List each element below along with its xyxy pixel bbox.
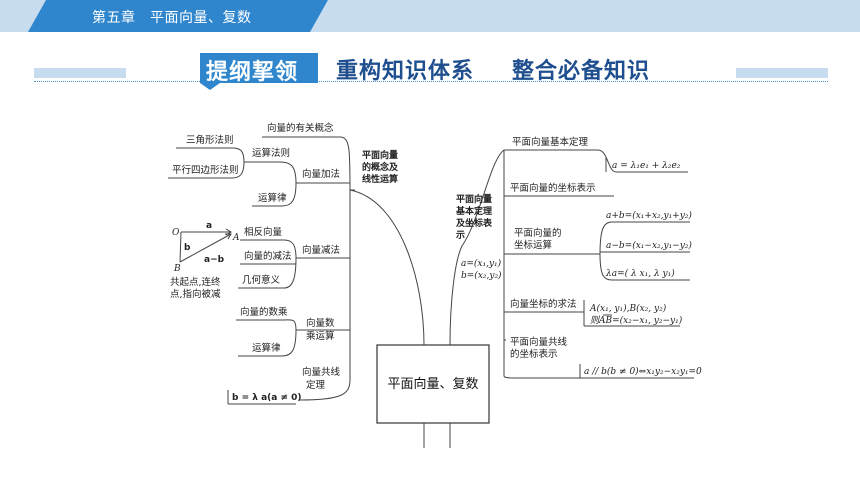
basic-formula-line: [597, 149, 688, 173]
parallelogram-line: [168, 161, 245, 179]
subtraction-note-2: 点,指向被减: [170, 288, 221, 300]
header-badge-tip: [200, 83, 220, 90]
header-title-part2: 整合必备知识: [512, 59, 651, 84]
header-badge: [200, 53, 318, 83]
right-branch-title-1: 平面向量: [456, 193, 492, 205]
right-branch-title-2: 基本定理: [455, 205, 492, 217]
subtraction-diagram: O A B a b a−b: [172, 221, 240, 274]
left-branch-title-3: 线性运算: [362, 173, 398, 185]
chapter-title: 第五章 平面向量、复数: [92, 10, 252, 26]
opposite-label: 相反向量: [244, 226, 283, 238]
collinear-coord-label-2: 的坐标表示: [510, 348, 558, 360]
geometric-label: 几何意义: [242, 274, 281, 286]
scalar-laws-line: [238, 329, 297, 357]
coords-a: a=(x₁,y₁): [461, 258, 502, 269]
collinear-coord-formula: a // b(b ≠ 0)⇔x₁y₂−x₂y₁=0: [584, 366, 702, 377]
rules-label: 运算法则: [252, 147, 290, 159]
method-points: A(x₁, y₁),B(x₂, y₂): [589, 303, 667, 314]
diagram-label-B: B: [173, 264, 181, 274]
collinear-label-1: 向量共线: [302, 366, 341, 378]
coord-method-label: 向量坐标的求法: [510, 298, 577, 310]
header-badge-text: 提纲挈领: [206, 60, 299, 85]
diagram-label-b: b: [184, 243, 191, 253]
related-concepts-line: [262, 136, 351, 191]
op-scalar-line: [599, 253, 690, 281]
subtraction-label: 向量减法: [302, 244, 340, 256]
coord-ops-label-1: 平面向量的: [514, 227, 562, 239]
opposite-line: [240, 239, 297, 259]
diagram-label-A: A: [232, 233, 240, 243]
basic-formula: a = λ₁e₁ + λ₂e₂: [612, 161, 681, 171]
number-mult-line: [236, 319, 297, 331]
triangle-label: 三角形法则: [186, 134, 234, 146]
collinear-formula: b = λ a(a ≠ 0): [232, 393, 302, 403]
right-branch-title-3: 及坐标表: [456, 217, 493, 229]
method-result: 则AB=(x₂−x₁, y₂−y₁): [590, 315, 683, 326]
op-sub: a−b=(x₁−x₂,y₁−y₂): [606, 240, 692, 251]
scalar-label-2: 乘运算: [306, 330, 335, 342]
addition-label: 向量加法: [302, 168, 340, 180]
diagram-label-amb: a−b: [204, 255, 225, 265]
center-box: [376, 344, 490, 424]
diagram-label-a: a: [206, 221, 212, 231]
header-right-bar: [736, 68, 828, 78]
subtraction-note-1: 共起点,连终: [170, 276, 221, 288]
op-add-line: [599, 221, 690, 255]
header-left-bar: [34, 68, 126, 78]
triangle-line: [176, 147, 245, 163]
geometric-line: [238, 257, 297, 289]
collinear-coord-label-1: 平面向量共线: [510, 336, 568, 348]
left-branch-title-2: 的概念及: [362, 161, 399, 173]
op-add: a+b=(x₁+x₂,y₁+y₂): [606, 210, 692, 221]
collinear-curve: [299, 330, 351, 401]
addition-laws-line: [252, 182, 297, 207]
addition-laws-label: 运算律: [258, 192, 287, 204]
left-main-curve: [349, 189, 425, 346]
scalar-label-1: 向量数: [306, 317, 335, 329]
coord-ops-label-2: 坐标运算: [514, 239, 552, 251]
coord-repr-label: 平面向量的坐标表示: [510, 182, 596, 194]
coords-b: b=(x₂,y₂): [461, 270, 502, 281]
diagram-label-O: O: [172, 228, 180, 238]
right-branch-title-4: 示: [456, 230, 465, 241]
left-branch-title-1: 平面向量: [362, 149, 398, 161]
op-scalar: λa=( λ x₁, λ y₁): [605, 268, 675, 279]
header-dotted-line: [34, 81, 828, 82]
chapter-tab: [28, 0, 328, 32]
collinear-label-2: 定理: [306, 379, 326, 391]
collinear-coord-line: [503, 340, 584, 379]
related-concepts-label: 向量的有关概念: [267, 122, 334, 134]
header-title-part1: 重构知识体系: [336, 59, 475, 84]
sub-rule-label: 向量的减法: [244, 250, 292, 262]
right-main-curve: [449, 245, 463, 346]
rules-line: [244, 161, 297, 184]
parallelogram-label: 平行四边形法则: [172, 164, 239, 176]
right-spine-top: [461, 149, 505, 247]
center-label: 平面向量、复数: [387, 376, 478, 392]
scalar-laws-label: 运算律: [252, 342, 281, 354]
number-mult-label: 向量的数乘: [240, 306, 288, 318]
basic-theorem-label: 平面向量基本定理: [512, 136, 589, 148]
